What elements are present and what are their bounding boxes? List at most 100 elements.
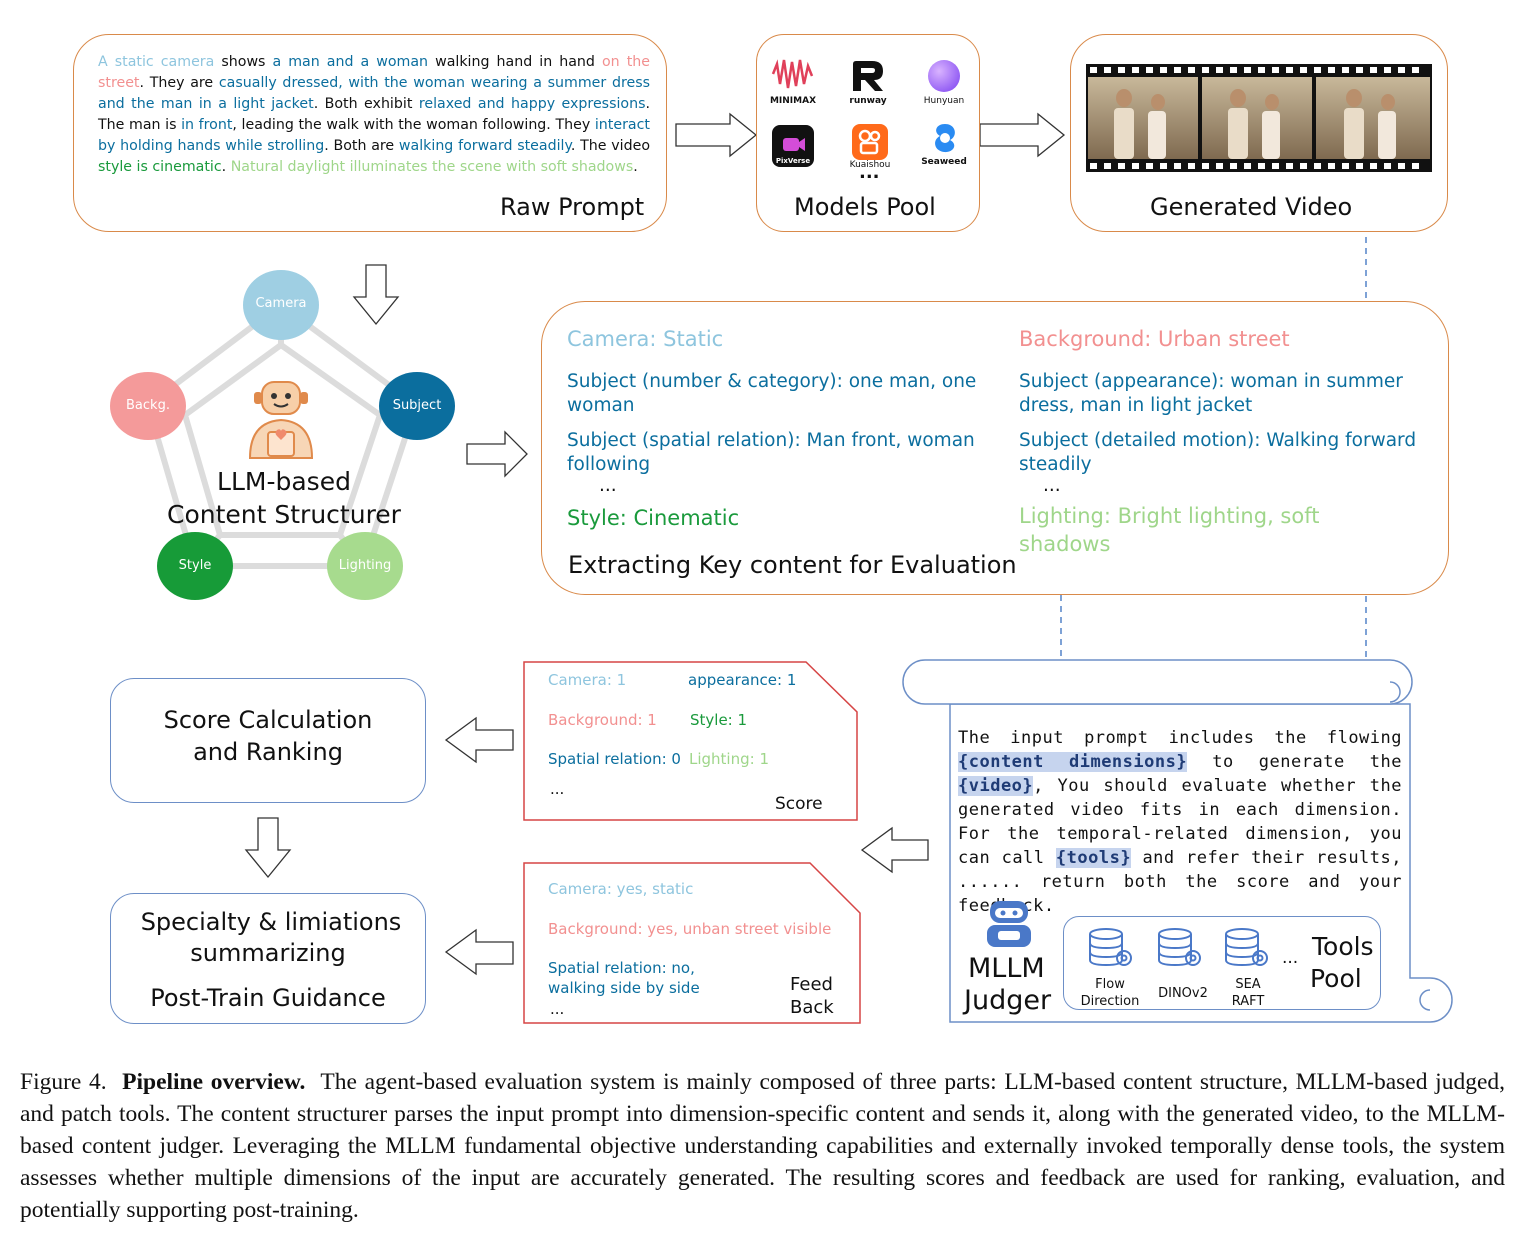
raw-prompt-segment: . Both are	[324, 138, 399, 154]
score-spatial: Spatial relation: 0	[548, 750, 681, 768]
model-label-hunyuan: Hunyuan	[923, 96, 965, 106]
kc-lighting: Lighting: Bright lighting, soft shadows	[1019, 504, 1320, 556]
raw-prompt-segment: in front	[181, 117, 233, 133]
raw-prompt-segment: style is cinematic	[98, 159, 222, 175]
tool-label-flow-2: Direction	[1080, 994, 1140, 1009]
score-appearance: appearance: 1	[688, 671, 797, 689]
raw-prompt-segment: a man and a woman	[272, 54, 429, 70]
feedback-card-border	[523, 862, 861, 1024]
raw-prompt-segment: . Both exhibit	[313, 96, 419, 112]
raw-prompt-segment: shows	[214, 54, 273, 70]
arrow-structurer-to-content	[466, 430, 528, 478]
raw-prompt-segment: .	[633, 159, 638, 175]
kc-background: Background: Urban street	[1019, 327, 1290, 351]
raw-prompt-segment: relaxed and happy expressions	[418, 96, 646, 112]
kc-camera: Camera: Static	[567, 327, 724, 351]
kc-style: Style: Cinematic	[567, 506, 740, 530]
feedback-ellipsis: ...	[550, 1000, 565, 1018]
judger-label-line2: Judger	[964, 985, 1052, 1016]
arrow-judger-to-cards	[860, 826, 929, 874]
tool-label-sea: SEA	[1235, 977, 1261, 992]
kc-ellipsis-left: ...	[599, 475, 617, 496]
score-card-border	[523, 661, 858, 821]
judger-label-line1: MLLM	[968, 953, 1045, 984]
key-content-box	[541, 301, 1449, 595]
feedback-spatial-line1: Spatial relation: no,	[548, 959, 695, 977]
score-lighting: Lighting: 1	[689, 750, 769, 768]
seaweed-logo-icon	[930, 122, 960, 154]
score-style: Style: 1	[690, 711, 748, 729]
generated-video-label: Generated Video	[1150, 193, 1353, 221]
models-pool-label: Models Pool	[794, 193, 936, 221]
node-subject	[379, 372, 455, 440]
score-calc-box	[110, 678, 426, 803]
kc-title: Extracting Key content for Evaluation	[568, 551, 1017, 579]
raw-prompt-segment: .	[221, 159, 231, 175]
raw-prompt-box	[73, 34, 667, 232]
node-style-label: Style	[178, 558, 212, 573]
kuaishou-logo-icon	[852, 124, 888, 160]
tools-pool-box	[1063, 916, 1381, 1010]
raw-prompt-text: A static camera shows a man and a woman …	[98, 52, 650, 178]
kc-subject-spatial: Subject (spatial relation): Man front, w…	[567, 430, 975, 475]
tool-label-dinov2: DINOv2	[1158, 986, 1208, 1001]
tools-pool-label-line2: Pool	[1310, 964, 1362, 993]
kc-ellipsis-right: ...	[1043, 475, 1061, 496]
feedback-background: Background: yes, unban street visible	[548, 920, 832, 938]
caption-text: The agent-based evaluation system is mai…	[20, 1069, 1506, 1223]
node-subject-label: Subject	[392, 398, 442, 413]
judger-prompt-text: The input prompt includes the flowing {c…	[958, 726, 1402, 918]
arrow-models-to-video	[979, 112, 1066, 158]
feedback-camera: Camera: yes, static	[548, 880, 694, 898]
node-style	[157, 532, 233, 600]
score-background: Background: 1	[548, 711, 657, 729]
structurer-label-line2: Content Structurer	[167, 500, 401, 529]
model-label-kuaishou: Kuaishou	[849, 160, 891, 170]
specialty-line1: Specialty & limiations	[140, 908, 402, 936]
model-label-minimax: MINIMAX	[769, 96, 817, 106]
raw-prompt-segment: A static camera	[98, 54, 215, 70]
tool-label-raft: RAFT	[1231, 994, 1265, 1009]
specialty-box	[110, 893, 426, 1024]
arrow-prompt-to-models	[675, 112, 758, 158]
hunyuan-logo-icon	[928, 60, 960, 92]
feedback-spatial-line2: walking side by side	[548, 979, 700, 997]
judger-highlight-tools: {tools}	[1055, 848, 1132, 868]
raw-prompt-segment: interact by holding hands while strollin…	[98, 117, 650, 154]
score-camera: Camera: 1	[548, 671, 627, 689]
raw-prompt-segment: walking hand in hand	[428, 54, 602, 70]
score-calc-line2: and Ranking	[193, 738, 343, 766]
model-label-seaweed: Seaweed	[921, 157, 967, 167]
node-lighting	[327, 532, 403, 600]
judger-highlight-video: {video}	[958, 776, 1034, 796]
robot-icon	[244, 378, 318, 468]
node-background-label: Backg.	[126, 398, 170, 413]
feedback-label-line2: Back	[790, 997, 834, 1018]
judger-text-3: , You should evaluate whether the genera…	[958, 776, 1402, 868]
raw-prompt-segment: on the street	[98, 54, 650, 91]
kc-subject-motion: Subject (detailed motion): Walking forwa…	[1019, 430, 1417, 475]
caption-bold: Pipeline overview.	[122, 1069, 306, 1095]
models-ellipsis: ...	[859, 162, 880, 183]
raw-prompt-segment: , leading the walk with the woman follow…	[232, 117, 595, 133]
arrow-feedback-to-specialty	[444, 928, 514, 976]
specialty-line2: summarizing	[190, 939, 346, 967]
structurer-label-line1: LLM-based	[217, 467, 351, 496]
node-lighting-label: Lighting	[338, 558, 392, 573]
raw-prompt-segment: . They are	[139, 75, 219, 91]
node-background	[110, 372, 186, 440]
mllm-judger-icon	[984, 895, 1034, 951]
tools-ellipsis: ...	[1282, 948, 1299, 968]
model-label-runway: runway	[849, 96, 887, 106]
tools-pool-label-line1: Tools	[1312, 932, 1374, 961]
flow-direction-icon	[1086, 926, 1136, 972]
raw-prompt-segment: walking forward steadily	[398, 138, 571, 154]
raw-prompt-segment: Natural daylight illuminates the scene w…	[230, 159, 634, 175]
raw-prompt-label: Raw Prompt	[500, 193, 645, 221]
arrow-prompt-down	[352, 264, 400, 326]
score-calc-line1: Score Calculation	[163, 706, 373, 734]
judger-highlight-content: {content dimensions}	[958, 752, 1188, 772]
tool-label-flow-1: Flow	[1095, 977, 1125, 992]
judger-text-1: The input prompt includes the flowing	[958, 728, 1402, 748]
runway-logo-icon	[850, 58, 886, 94]
